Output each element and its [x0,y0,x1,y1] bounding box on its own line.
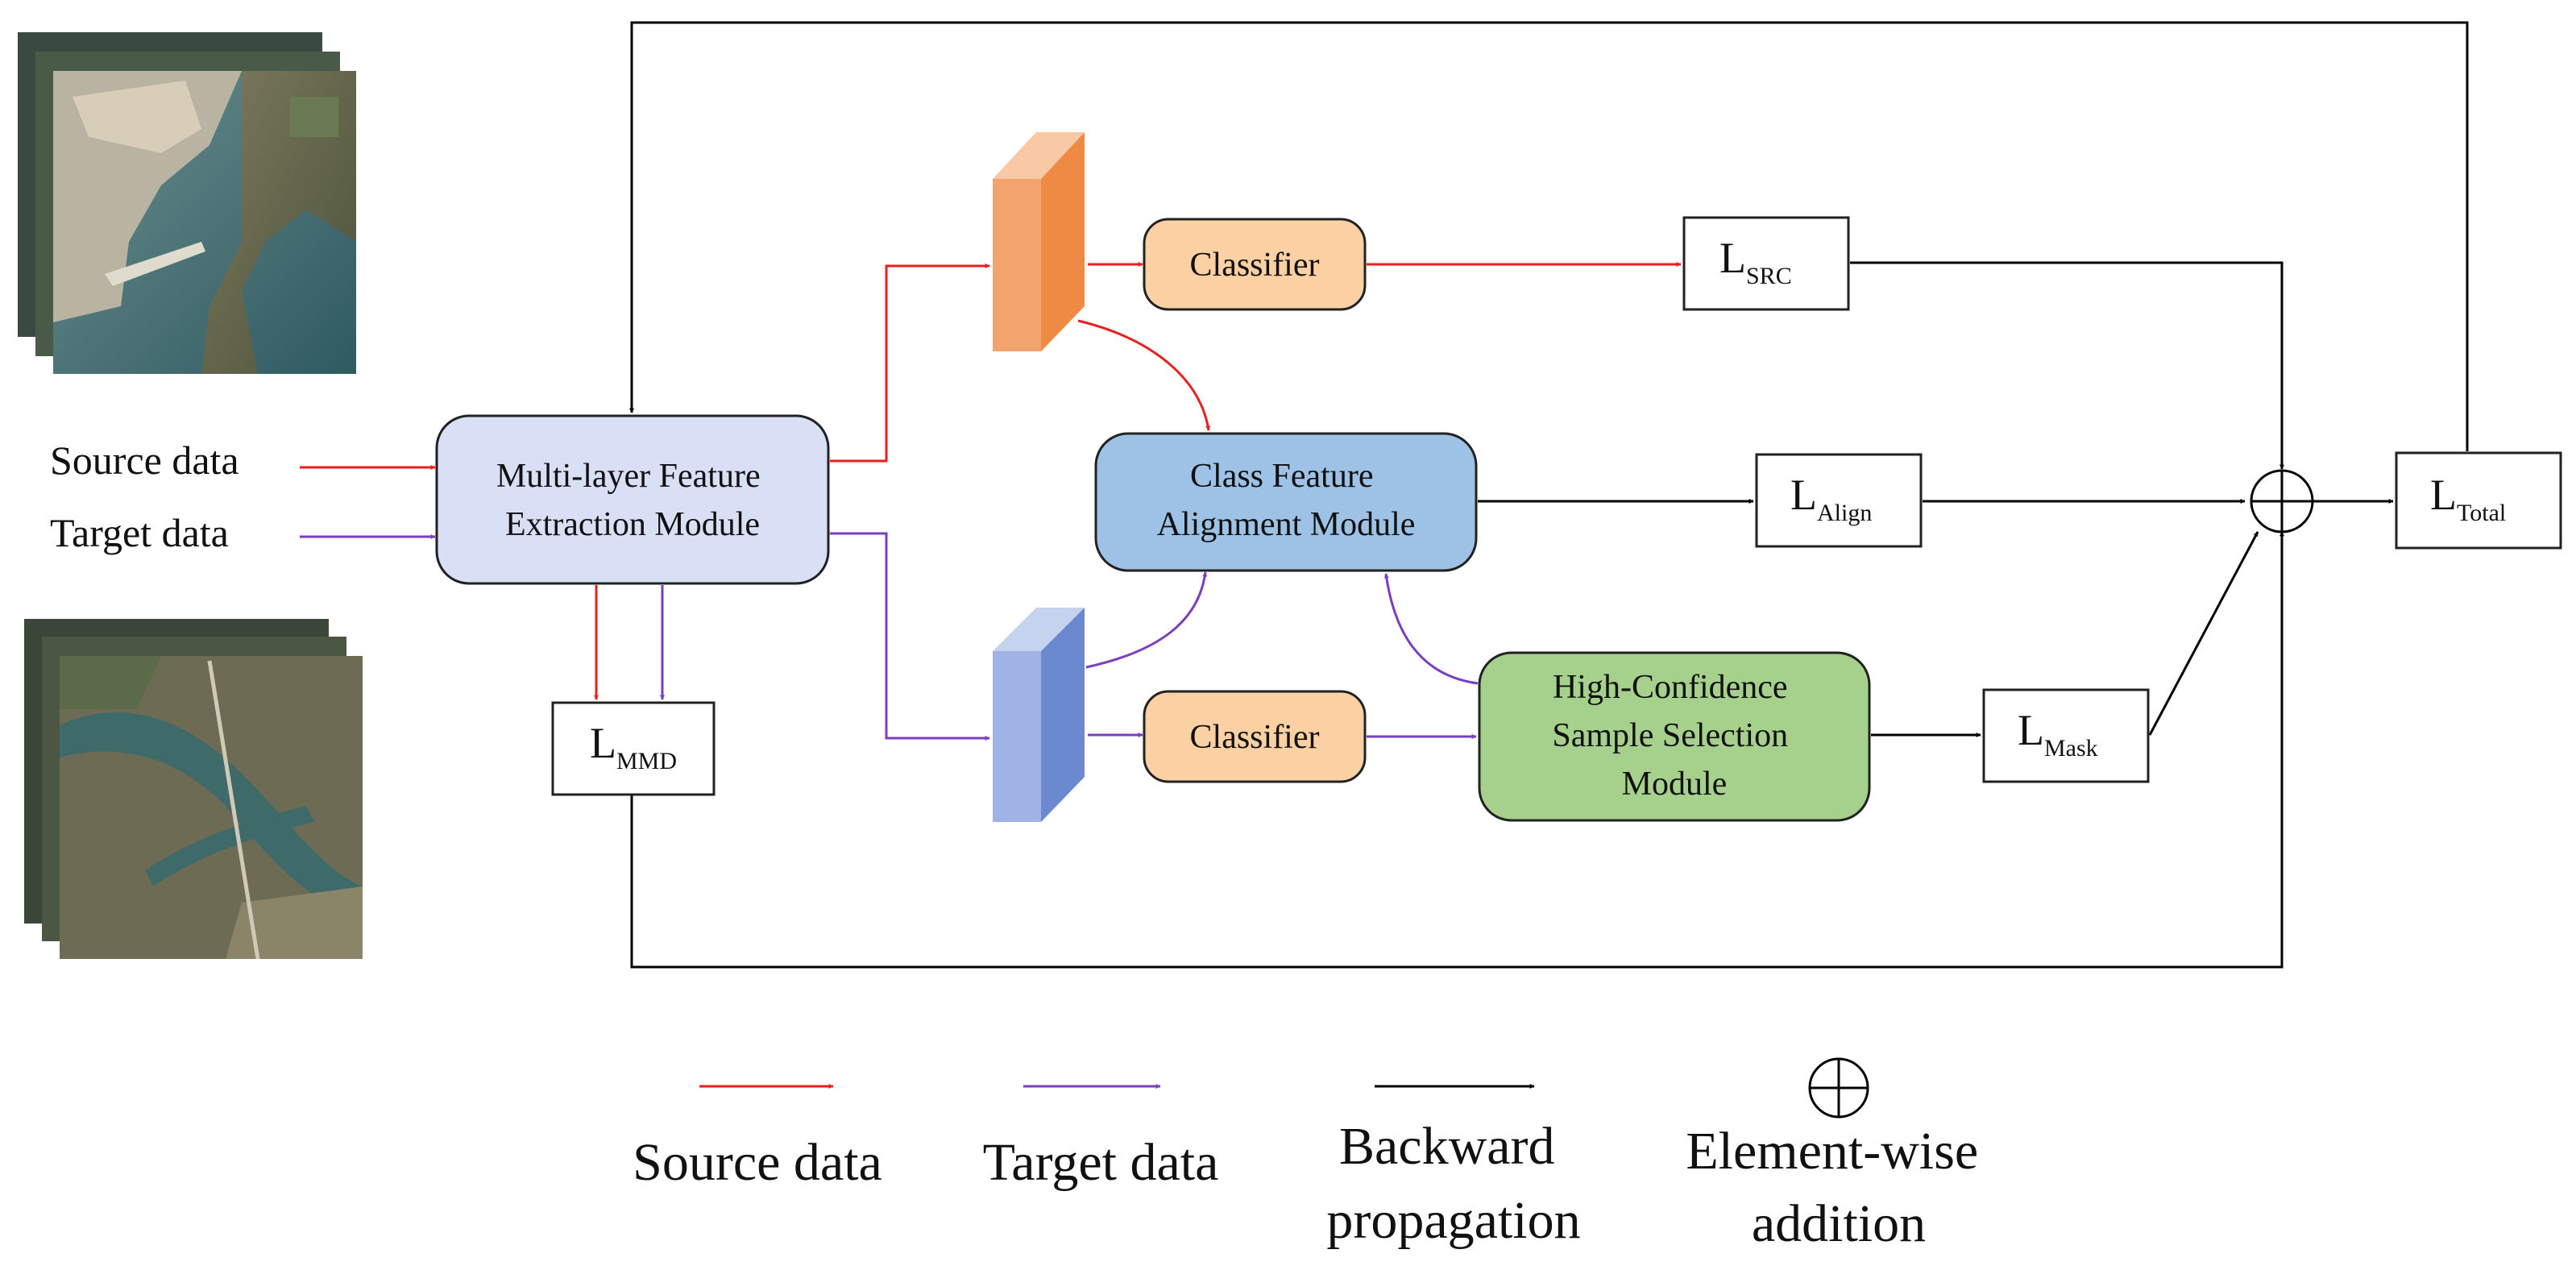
target-data-input-label: Target data [50,510,229,555]
svg-text:Multi-layer Feature Extrac: Multi-layer Feature Extraction Module [496,458,769,543]
target-feature-block [993,608,1085,822]
loss-src-label: LSRC [1719,234,1792,289]
selection-to-alignment-arrow [1383,573,1479,685]
legend-backward-line1: Backward [1339,1117,1555,1176]
target-feature-to-alignment-arrow [1085,571,1208,669]
extraction-to-source-feature-arrow [830,264,990,463]
selection-module-line1: High-Confidence [1553,669,1788,706]
extraction-module-line1: Multi-layer Feature [496,458,761,495]
classifier-target-label: Classifier [1190,719,1320,756]
svg-text:High-Confidence Sample Sel: High-Confidence Sample Selection Module [1552,669,1796,803]
source-feature-to-alignment-arrow [1077,319,1211,431]
target-image-stack [24,619,363,960]
legend: Source data Target data Backward propaga… [633,1057,1991,1253]
alignment-module-line1: Class Feature [1190,458,1373,495]
legend-backward-line2: propagation [1326,1191,1580,1250]
loss-mmd-label: LMMD [590,719,677,774]
svg-text:Backward propagation: Backward propagation [1326,1117,1580,1250]
legend-addition-symbol [1808,1057,1869,1119]
source-feature-block [993,132,1085,351]
legend-source-label: Source data [633,1133,882,1192]
alignment-module-box [1094,432,1478,572]
extraction-module-box [435,414,830,585]
loss-mask-label: LMask [2018,706,2098,762]
legend-addition-line2: addition [1752,1194,1926,1253]
element-wise-sum-node [2250,469,2314,533]
classifier-source-box [1143,218,1367,311]
mask-to-sum-arrow [2148,531,2259,736]
backward-loop-line [629,21,2469,451]
loss-align-label: LAlign [1790,471,1872,526]
alignment-module-line2: Alignment Module [1157,506,1416,543]
classifier-target-box [1143,690,1367,783]
loss-src-box [1682,216,1850,311]
loss-align-box [1755,453,1923,548]
legend-addition-line1: Element-wise [1686,1122,1978,1181]
loss-total-box [2395,451,2562,550]
mmd-to-sum-line [630,531,2284,969]
source-image-stack [18,32,356,374]
svg-text:Class Feature Alignment Mo: Class Feature Alignment Module [1157,458,1416,543]
loss-mmd-box [551,701,716,796]
classifier-source-label: Classifier [1190,247,1320,284]
loss-total-label: LTotal [2430,471,2506,526]
loss-mask-box [1982,688,2150,783]
svg-text:Element-wise addition: Element-wise addition [1686,1122,1991,1253]
extraction-to-target-feature-arrow [830,532,990,741]
legend-target-label: Target data [983,1133,1219,1192]
selection-module-line3: Module [1622,766,1728,803]
selection-module-line2: Sample Selection [1552,717,1788,754]
selection-module-box [1478,651,1871,822]
source-data-input-label: Source data [50,438,239,483]
src-to-sum-line [1850,261,2284,470]
extraction-module-line2: Extraction Module [505,506,760,543]
